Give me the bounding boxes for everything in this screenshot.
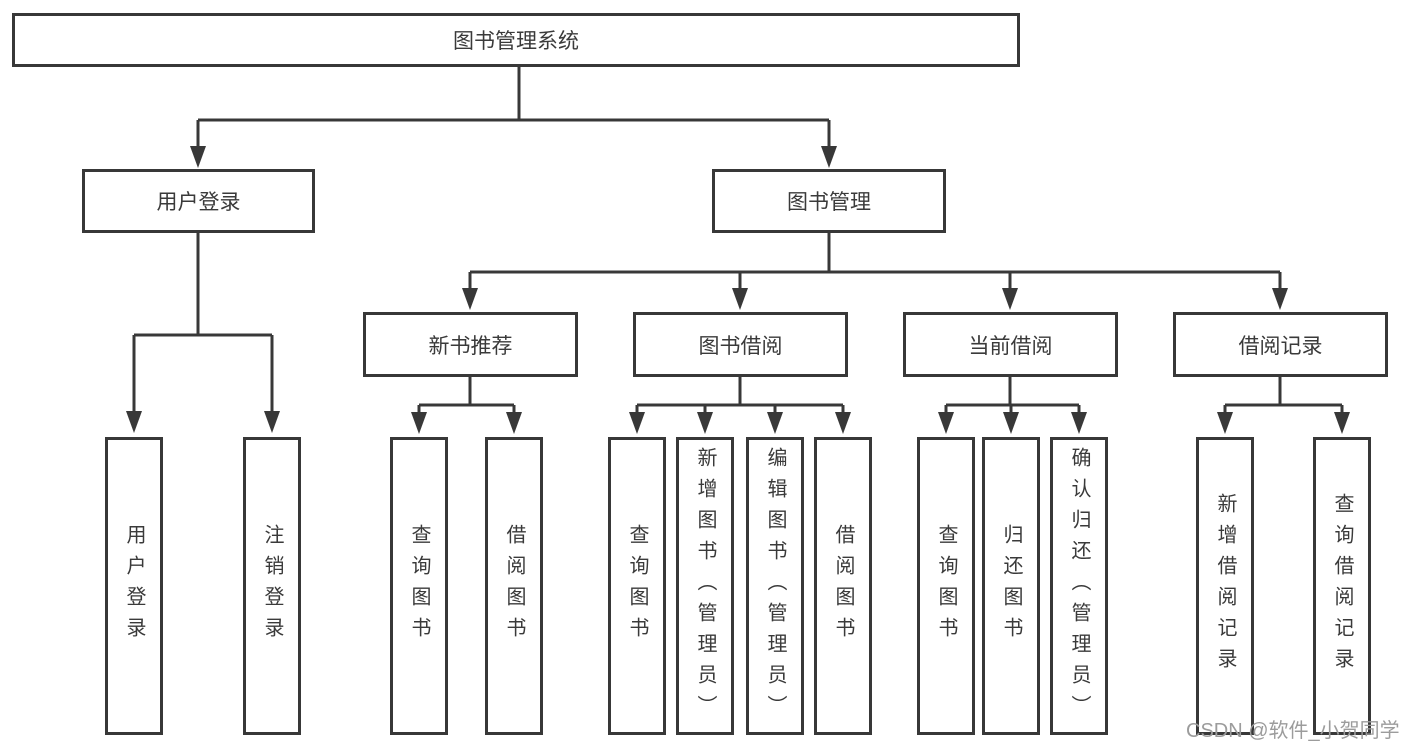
node-leaf-add-borrow-record: 新增借阅记录 [1196,437,1254,735]
node-leaf-confirm-return-admin: 确认归还（管理员） [1050,437,1108,735]
node-label: 查询图书 [626,524,648,648]
csdn-watermark: CSDN @软件_小贺同学 [1186,720,1400,742]
node-leaf-query-borrow-record: 查询借阅记录 [1313,437,1371,735]
arrowhead [767,412,783,434]
arrowhead [264,411,280,433]
arrowhead [821,146,837,168]
node-label: 图书管理 [787,191,871,214]
node-leaf-return-book: 归还图书 [982,437,1040,735]
node-book-borrow: 图书借阅 [633,312,848,377]
node-label: 编辑图书（管理员） [764,446,786,726]
node-book-management: 图书管理 [712,169,946,233]
node-leaf-query-books-3: 查询图书 [917,437,975,735]
node-leaf-query-books-1: 查询图书 [390,437,448,735]
node-current-borrow: 当前借阅 [903,312,1118,377]
node-leaf-logout: 注销登录 [243,437,301,735]
arrowhead [1272,288,1288,310]
node-label: 借阅图书 [832,524,854,648]
node-label: 注销登录 [261,524,283,648]
node-leaf-query-books-2: 查询图书 [608,437,666,735]
arrowhead [697,412,713,434]
node-label: 图书借阅 [698,334,783,358]
node-user-login: 用户登录 [82,169,315,233]
node-label: 用户登录 [156,191,241,214]
node-leaf-borrow-books-2: 借阅图书 [814,437,872,735]
node-leaf-add-book-admin: 新增图书（管理员） [676,437,734,735]
node-label: 归还图书 [1000,524,1022,648]
node-borrow-records: 借阅记录 [1173,312,1388,377]
node-leaf-edit-book-admin: 编辑图书（管理员） [746,437,804,735]
arrowhead [1334,412,1350,434]
node-leaf-borrow-books-1: 借阅图书 [485,437,543,735]
arrowhead [1217,412,1233,434]
arrowhead [190,146,206,168]
node-label: 查询图书 [935,524,957,648]
arrowhead [506,412,522,434]
node-new-book-recommend: 新书推荐 [363,312,578,377]
arrowhead [1003,412,1019,434]
arrowhead [411,412,427,434]
node-label: 查询借阅记录 [1331,493,1353,679]
node-label: 用户登录 [123,524,145,648]
node-book-management-system: 图书管理系统 [12,13,1020,67]
arrowhead [629,412,645,434]
arrowhead [938,412,954,434]
node-label: 新增图书（管理员） [694,446,716,726]
node-label: 查询图书 [408,524,430,648]
arrowhead [126,411,142,433]
arrowhead [1002,288,1018,310]
node-label: 图书管理系统 [453,30,579,53]
arrowhead [1071,412,1087,434]
node-label: 借阅记录 [1238,334,1323,358]
node-leaf-user-login: 用户登录 [105,437,163,735]
node-label: 当前借阅 [968,334,1053,358]
node-label: 新书推荐 [428,334,513,358]
arrowhead [835,412,851,434]
arrowhead [732,288,748,310]
node-label: 新增借阅记录 [1214,493,1236,679]
node-label: 确认归还（管理员） [1068,446,1090,726]
node-label: 借阅图书 [503,524,525,648]
arrowhead [462,288,478,310]
